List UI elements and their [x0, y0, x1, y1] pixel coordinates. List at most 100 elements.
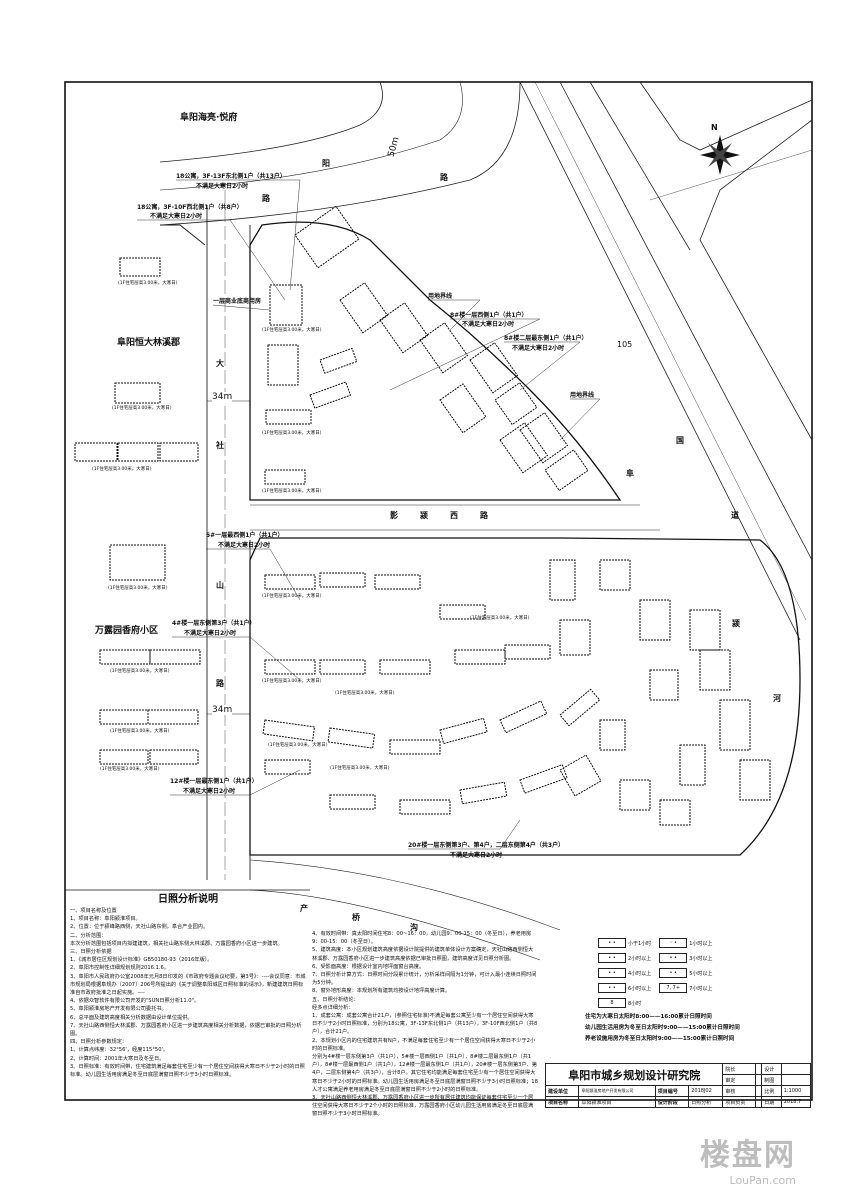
road-char: 影	[390, 511, 398, 520]
note-line: 4、依据众智软件有限公司开发的"SUN日照分析11.0"。	[70, 998, 200, 1005]
building-footprint	[149, 649, 201, 665]
legend-symbol: • •	[598, 968, 626, 978]
callout-text: 12#楼一层最东侧1户（共1户）	[170, 778, 258, 785]
note-line: 4、有效时间带：真太阳时间住宅8：00~16：00，幼儿园9：00-15：00（…	[312, 931, 532, 946]
owner-label: 建设单位	[544, 1085, 580, 1097]
building-footprint	[99, 749, 149, 765]
note-line: 7、天社山路西侧恒大林溪郡、万露园香府小区进一步建筑高度相关分析数据，依据已审批…	[70, 1022, 302, 1038]
building-caption: (1F住宅层高3.00米，大寒日)	[262, 328, 322, 333]
note-line: 3、阜阳市人民政府办公室2008年元月8日印发的《市政府专题会议纪要，第3号》：…	[70, 973, 306, 997]
note-line: 1、项目名称：阜阳颍淮项目。	[70, 916, 141, 923]
building-footprint	[494, 382, 538, 426]
building-footprint	[319, 659, 366, 675]
callout-text: 18公寓，3F-13F东北侧1户（共13户）	[176, 173, 286, 180]
scale-value: 1:1000	[780, 1085, 812, 1097]
building-footprint	[499, 700, 548, 734]
road-char: 阳	[322, 159, 330, 168]
building-footprint	[519, 763, 568, 794]
road-char: 颍	[420, 511, 428, 520]
road-width-label: 34m	[212, 705, 233, 715]
building-footprint	[374, 574, 421, 590]
building-footprint	[549, 559, 576, 601]
building-footprint	[719, 699, 751, 751]
building-footprint	[739, 759, 771, 801]
callout-leader-line	[172, 636, 301, 681]
note-line: 1、计算点纬度：32°56'，经度115°50'。	[70, 1047, 169, 1054]
callout-text: 用地界线	[570, 392, 595, 399]
building-footprint	[559, 688, 601, 727]
watermark: 楼盘网 LouPan.com	[700, 1130, 796, 1187]
callout-text: 不满足大寒日2小时	[196, 183, 249, 190]
callout-text: 不满足大寒日2小时	[150, 213, 203, 220]
building-footprint	[379, 659, 431, 675]
road-char: 西	[450, 511, 458, 520]
building-footprint	[159, 442, 199, 462]
building-caption: (1F住宅层高3.00米，大寒日)	[92, 467, 152, 472]
legend-label: 8小时	[628, 1000, 642, 1007]
callout-leader-line	[559, 398, 601, 441]
building-caption: (1F住宅层高3.00米，大寒日)	[110, 669, 170, 674]
check-label: 审核	[722, 1085, 756, 1097]
project-name-value: 阜阳颍淮项目	[578, 1096, 656, 1108]
note-line: 二、分析范围：	[70, 932, 107, 939]
neighborhood-west-lower-label: 万露园香府小区	[95, 626, 159, 636]
building-caption: (1F住宅层高3.00米，大寒日)	[262, 431, 322, 436]
project-no-value: 2018J02	[688, 1085, 724, 1097]
building-caption: (1F住宅层高3.00米，大寒日)	[330, 766, 390, 771]
road-char: 路	[262, 194, 270, 203]
building-footprint	[439, 383, 487, 434]
note-line: 五、日照分析结论：	[312, 996, 359, 1003]
watermark-url: LouPan.com	[729, 1174, 796, 1187]
building-footprint	[469, 342, 519, 394]
building-footprint	[319, 347, 358, 374]
building-caption: (1F住宅层高3.00米，大寒日)	[262, 489, 322, 494]
note-line: 8、窗外地形高度：本规划所有建筑均按设计地坪高度计算。	[312, 988, 451, 995]
legend-label: 4小时以上	[628, 970, 652, 977]
building-footprint	[504, 644, 551, 660]
building-footprint	[267, 344, 299, 386]
building-footprint	[639, 599, 671, 641]
legend-symbol: 8	[598, 998, 626, 1008]
stage-label: 设计阶段	[654, 1096, 690, 1108]
callout-text: 不满足大寒日2小时	[462, 321, 515, 328]
lead-label: 项目负责	[722, 1096, 756, 1108]
time-note: 养老设施用房为冬至日太阳时9:00——15:00累计日照时间	[585, 1036, 735, 1042]
callout-text: 20#楼一层东侧第3户、第4户，二层东侧第4户（共3户）	[408, 842, 565, 849]
callout-text: 不满足大寒日2小时	[184, 630, 237, 637]
road-char: 国	[676, 436, 684, 445]
road-char: 路	[216, 679, 224, 688]
scale-label: 比例	[761, 1085, 782, 1097]
legend-row: • •4小时以上• •5小时以上	[598, 968, 712, 978]
building-footprint	[264, 759, 311, 775]
note-line: 四、日照分析参数规定：	[70, 1039, 128, 1046]
building-footprint	[499, 422, 549, 474]
building-footprint	[109, 544, 166, 581]
road-char: 沟	[410, 923, 418, 932]
legend-label: 1小时以上	[689, 940, 713, 947]
building-caption: (1F住宅层高3.00米，大寒日)	[110, 729, 170, 734]
sheet-border	[64, 81, 813, 1101]
note-line: 2、阜阳市控制性详细规划规则2016.1.6。	[70, 965, 170, 972]
callout-leader-line	[176, 179, 301, 291]
building-footprint	[265, 409, 312, 425]
callout-leader-line	[428, 299, 481, 331]
notes-right: 4、有效时间带：真太阳时间住宅8：00~16：00，幼儿园9：00-15：00（…	[312, 930, 538, 1119]
review-label: 审定	[722, 1074, 756, 1086]
road-char: 大	[216, 359, 224, 368]
road-char: 社	[216, 441, 224, 450]
callout-text: 8#楼一层西侧1户（共1户）	[450, 312, 528, 319]
callout-text: 5#一层最西侧1户（共1户）	[206, 532, 284, 539]
stage-value: 日照分析	[688, 1096, 724, 1108]
note-line: 3、天社山路西侧恒大林溪郡、万露园香府小区进一步所有居住建筑均能保证每套住宅至少…	[312, 1095, 534, 1118]
building-footprint	[309, 381, 352, 409]
callout-leader-line	[504, 341, 581, 391]
highway-number: 105	[617, 340, 633, 349]
road-char: 山	[216, 581, 224, 590]
date-label: 日期	[761, 1096, 782, 1108]
callout-text: 4#楼一层东侧第3户（共1户）	[172, 620, 256, 627]
buildings-layer	[74, 205, 771, 826]
neighborhood-west-upper-label: 阜阳恒大林溪郡	[117, 338, 181, 348]
